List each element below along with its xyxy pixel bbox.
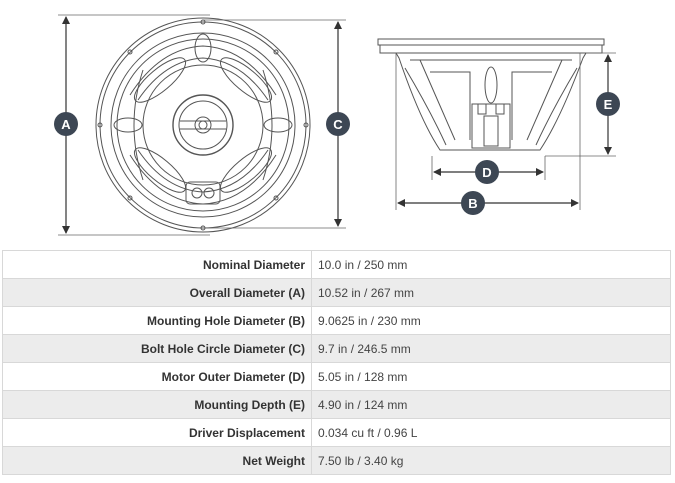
dimension-a-badge [54, 112, 78, 136]
dimension-e-badge [596, 92, 620, 116]
dimension-d: D [431, 156, 546, 184]
spec-label: Motor Outer Diameter (D) [2, 362, 312, 391]
specifications-table: Nominal Diameter 10.0 in / 250 mm Overal… [2, 250, 671, 475]
table-row: Mounting Hole Diameter (B) 9.0625 in / 2… [2, 306, 671, 335]
spec-label: Overall Diameter (A) [2, 278, 312, 307]
speaker-front-view [95, 17, 311, 233]
table-row: Driver Displacement 0.034 cu ft / 0.96 L [2, 418, 671, 447]
spec-label: Nominal Diameter [2, 250, 312, 279]
dimension-c: C [203, 19, 350, 229]
dimension-e: E [545, 52, 620, 157]
table-row: Mounting Depth (E) 4.90 in / 124 mm [2, 390, 671, 419]
table-row: Bolt Hole Circle Diameter (C) 9.7 in / 2… [2, 334, 671, 363]
spec-value: 5.05 in / 128 mm [311, 362, 671, 391]
spec-label: Bolt Hole Circle Diameter (C) [2, 334, 312, 363]
table-row: Motor Outer Diameter (D) 5.05 in / 128 m… [2, 362, 671, 391]
spec-label: Mounting Depth (E) [2, 390, 312, 419]
dimension-e-label: E [604, 97, 613, 112]
spec-value: 9.7 in / 246.5 mm [311, 334, 671, 363]
dimension-c-badge [326, 112, 350, 136]
dimension-d-badge [475, 160, 499, 184]
dimension-b-label: B [468, 196, 477, 211]
dimension-b: B [395, 53, 581, 215]
spec-value: 10.52 in / 267 mm [311, 278, 671, 307]
table-row: Overall Diameter (A) 10.52 in / 267 mm [2, 278, 671, 307]
speaker-side-view [377, 38, 605, 151]
dimension-b-badge [461, 191, 485, 215]
table-row: Net Weight 7.50 lb / 3.40 kg [2, 446, 671, 475]
spec-label: Mounting Hole Diameter (B) [2, 306, 312, 335]
spec-value: 4.90 in / 124 mm [311, 390, 671, 419]
dimension-a-label: A [61, 117, 71, 132]
table-row: Nominal Diameter 10.0 in / 250 mm [2, 250, 671, 279]
spec-value: 10.0 in / 250 mm [311, 250, 671, 279]
spec-label: Driver Displacement [2, 418, 312, 447]
spec-value: 0.034 cu ft / 0.96 L [311, 418, 671, 447]
dimension-c-label: C [333, 117, 343, 132]
spec-value: 9.0625 in / 230 mm [311, 306, 671, 335]
speaker-dimension-diagram: A C E D [54, 14, 620, 236]
spec-value: 7.50 lb / 3.40 kg [311, 446, 671, 475]
dimension-a: A [54, 14, 210, 236]
dimension-d-label: D [482, 165, 491, 180]
spec-label: Net Weight [2, 446, 312, 475]
